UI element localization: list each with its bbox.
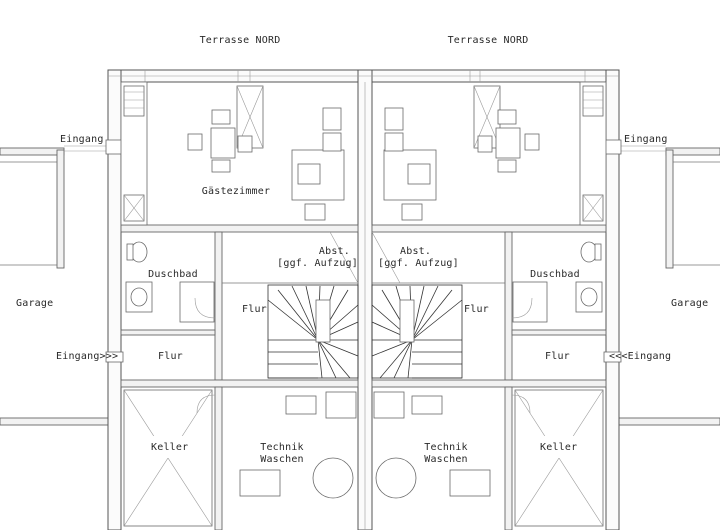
tech-right-label-2: Waschen [424,454,468,465]
tech-left-label-1: Technik [260,442,304,453]
toilet-icon [580,241,602,263]
boiler-icon [373,391,491,499]
stair-icon [371,284,463,379]
shower-icon [512,281,603,323]
hall-right-stair-label: Flur [464,304,489,315]
shower-icon [125,281,215,323]
terrace-right-label: Terrasse NORD [447,35,529,46]
stair-icon [267,284,359,379]
garage-left [0,145,111,426]
storage-left-label-2: [ggf. Aufzug] [277,258,358,269]
entrance-top-left-label: Eingang [60,134,104,145]
cellar-right-label: Keller [540,442,578,453]
garage-left-label: Garage [16,298,54,309]
garage-right [617,145,720,426]
hall-left-stair-label: Flur [242,304,267,315]
storage-right-label-1: Abst. [400,246,432,257]
cellar-left-frame [123,389,213,527]
storage-left-label-1: Abst. [318,246,350,257]
shower-left-label: Duschbad [148,269,198,280]
storage-right-label-2: [ggf. Aufzug] [378,258,459,269]
kitchen-left [120,81,148,226]
kitchen-right [579,81,607,226]
garage-right-label: Garage [671,298,709,309]
tech-left-label-2: Waschen [260,454,304,465]
table-chairs-icon [187,85,345,221]
toilet-icon [126,241,148,263]
interior-walls [120,224,607,530]
storage-box [329,231,401,284]
table-chairs-icon [383,85,540,221]
entrance-mid-right-label: <<<Eingang [609,351,672,362]
cellar-right-frame [514,389,604,527]
shower-right-label: Duschbad [530,269,580,280]
guest-room-label: Gästezimmer [201,186,271,197]
entrance-mid-left-label: Eingang>>> [56,351,119,362]
openings [105,70,622,363]
boiler-icon [239,391,357,499]
outer-walls [107,69,620,530]
hall-right-label: Flur [545,351,570,362]
hall-left-label: Flur [158,351,183,362]
terrace-left-label: Terrasse NORD [199,35,281,46]
door-swings [194,297,533,414]
cellar-left-label: Keller [151,442,189,453]
tech-right-label-1: Technik [424,442,468,453]
entrance-top-right-label: Eingang [624,134,668,145]
